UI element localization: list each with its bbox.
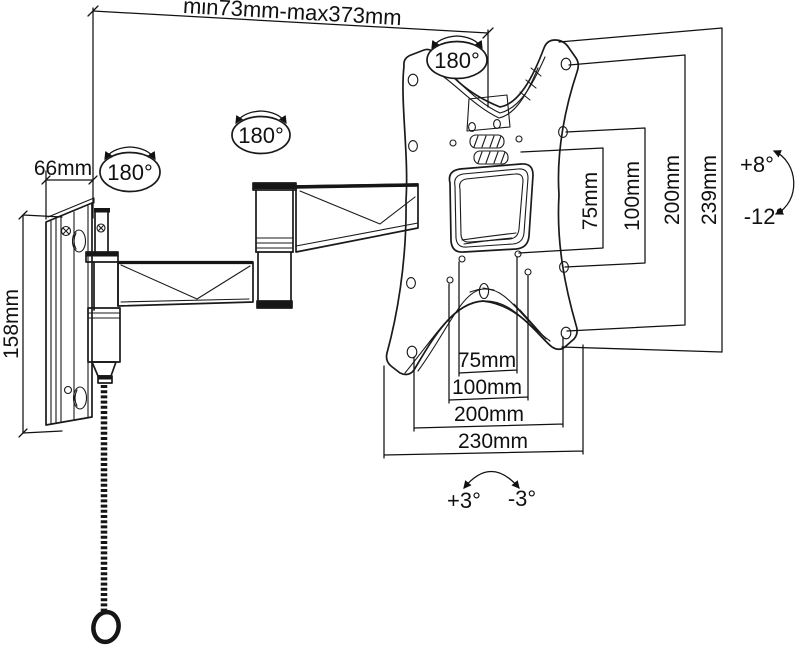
- dim-wall-height: 158mm: [0, 210, 63, 438]
- label-roll-plus: +3°: [447, 488, 481, 513]
- wall-screw-icon: [60, 223, 106, 395]
- label-vesa-h-200: 200mm: [454, 403, 524, 426]
- dim-vesa-vertical-100: 100mm: [564, 127, 646, 268]
- label-vesa-h-100: 100mm: [452, 376, 522, 399]
- label-vesa-v-75: 75mm: [579, 172, 602, 230]
- swivel-callout-elbow: 180°: [231, 110, 291, 155]
- pull-ring: [91, 609, 121, 645]
- dim-vesa-horizontal-100: 100mm: [448, 275, 529, 404]
- dim-vesa-horizontal-75: 75mm: [458, 256, 518, 377]
- label-vesa-h-75: 75mm: [458, 349, 516, 372]
- label-swivel-plate: 180°: [434, 48, 480, 73]
- label-extension-range: min73mm-max373mm: [182, 0, 402, 30]
- arm-segment-lower: [117, 260, 254, 307]
- tilt-window: [448, 163, 534, 253]
- wall-hole-top: [71, 229, 87, 253]
- label-wall-height: 158mm: [0, 289, 23, 359]
- swivel-callout-wall: 180°: [99, 146, 161, 193]
- dim-vesa-vertical-200: 200mm: [566, 54, 686, 332]
- dim-vesa-vertical-75: 75mm: [518, 147, 604, 254]
- annotation-tilt: +8° -12°: [740, 150, 795, 229]
- swivel-callout-plate: 180°: [426, 35, 488, 80]
- tilt-hinge-pins: [469, 134, 509, 165]
- label-tilt-up: +8°: [740, 152, 774, 177]
- label-swivel-elbow: 180°: [238, 123, 284, 148]
- dim-vesa-horizontal-200: 200mm: [413, 336, 564, 432]
- wall-plate: [45, 197, 106, 426]
- vesa-holes: [406, 57, 572, 359]
- safety-chain: [91, 385, 121, 645]
- wall-hole-bottom: [72, 386, 88, 410]
- arm-segment-upper: [295, 183, 419, 253]
- label-plate-width: 230mm: [458, 430, 528, 453]
- dim-plate-height: 239mm: [558, 27, 723, 353]
- dim-wall-depth: 66mm: [34, 157, 98, 220]
- annotation-roll: +3° -3°: [447, 471, 536, 513]
- wall-hinge: [85, 208, 121, 384]
- label-plate-height: 239mm: [698, 155, 721, 225]
- label-tilt-down: -12°: [744, 204, 785, 229]
- label-vesa-v-200: 200mm: [661, 155, 684, 225]
- label-swivel-wall: 180°: [107, 160, 153, 185]
- vesa-plate: [385, 39, 580, 376]
- label-wall-depth: 66mm: [34, 157, 92, 180]
- label-vesa-v-100: 100mm: [621, 161, 644, 231]
- elbow-joint: [252, 182, 297, 309]
- dim-plate-width: 230mm: [383, 344, 584, 459]
- label-roll-minus: -3°: [508, 486, 536, 511]
